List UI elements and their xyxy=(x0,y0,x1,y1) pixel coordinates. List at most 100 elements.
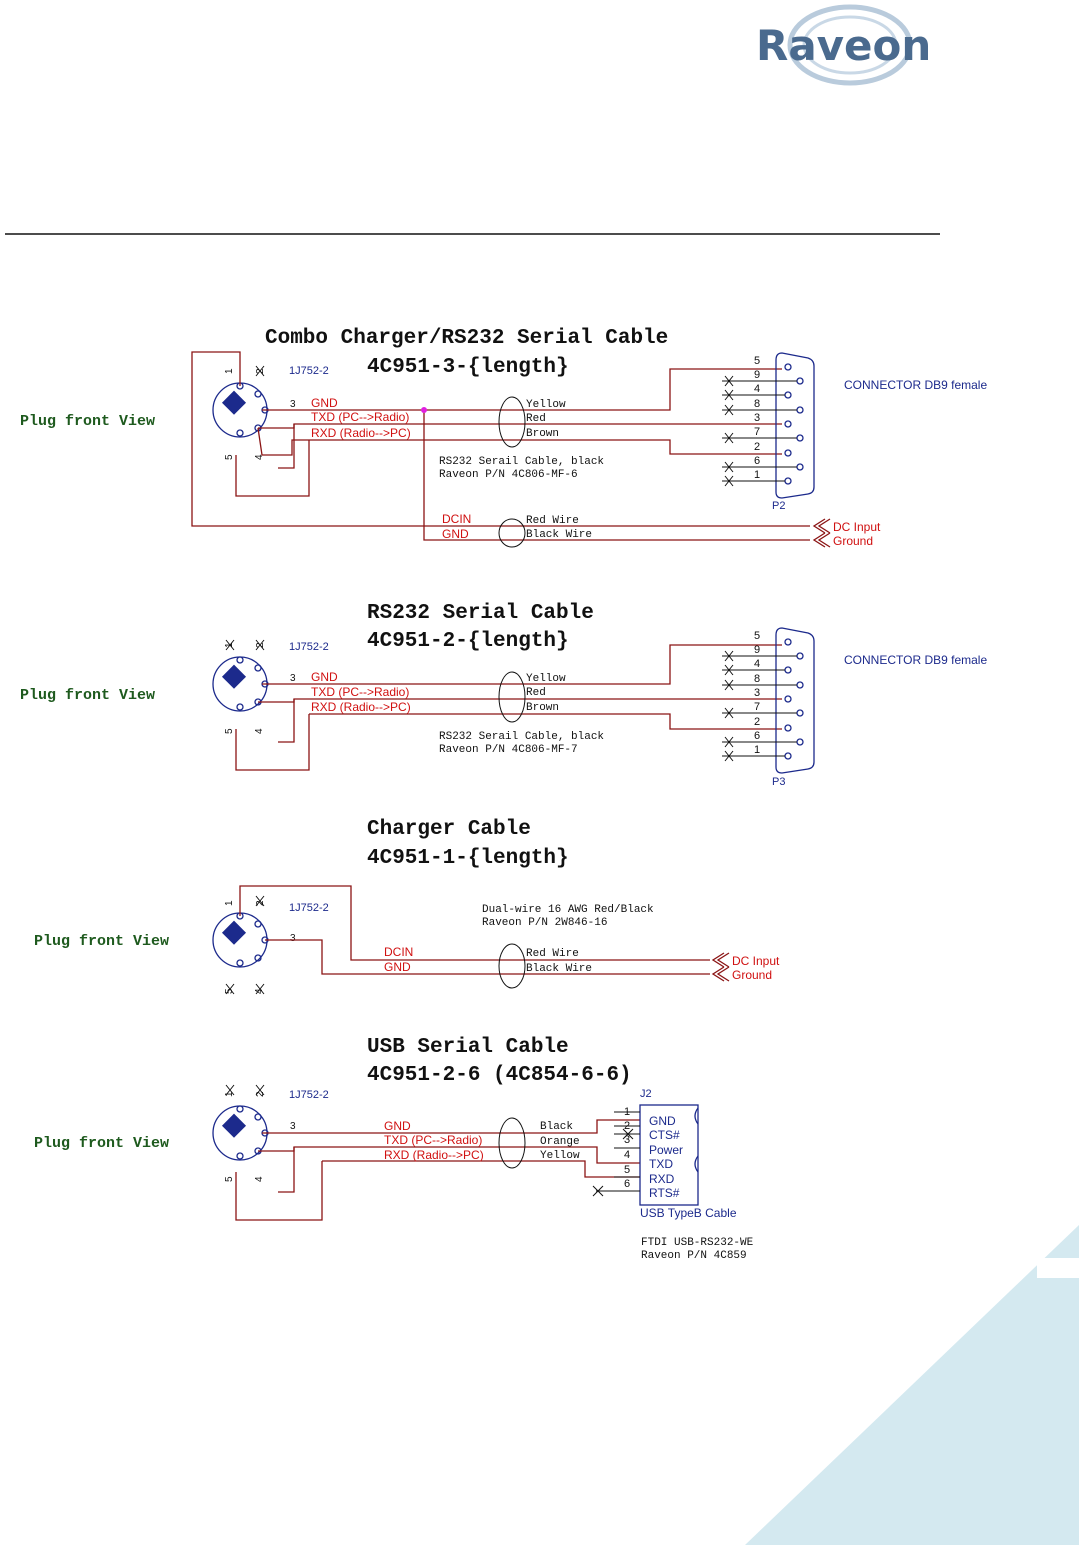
pin-label: 4 xyxy=(254,728,265,734)
section-part-number: 4C951-2-{length} xyxy=(367,630,569,653)
wire-color-label: Yellow xyxy=(526,399,566,411)
db9-pin-label: 9 xyxy=(754,369,760,381)
connector-ref: 1J752-2 xyxy=(289,902,329,914)
db9-pin-label: 8 xyxy=(754,398,760,410)
connector-ref-label: P3 xyxy=(772,776,785,788)
connector-ref: 1J752-2 xyxy=(289,641,329,653)
db9-pin-label: 2 xyxy=(754,716,760,728)
din-plug xyxy=(212,382,269,438)
usb-signal-label: RXD xyxy=(649,1172,675,1186)
power-output-label: Ground xyxy=(732,968,772,982)
db9-pin-label: 4 xyxy=(754,658,760,670)
pin-label: 3 xyxy=(290,933,296,944)
usb-pin-label: 2 xyxy=(624,1120,630,1132)
section-part-number: 4C951-3-{length} xyxy=(367,356,569,379)
db9-pin-label: 5 xyxy=(754,355,760,367)
section-part-number: 4C951-2-6 (4C854-6-6) xyxy=(367,1064,632,1087)
db9-pin-label: 3 xyxy=(754,412,760,424)
usb-pin-label: 1 xyxy=(624,1106,630,1118)
db9-pin-label: 5 xyxy=(754,630,760,642)
db9-pin-label: 7 xyxy=(754,426,760,438)
cable-note: RS232 Serail Cable, black xyxy=(439,731,604,743)
signal-label: TXD (PC-->Radio) xyxy=(311,685,409,699)
power-output-label: DC Input xyxy=(833,520,881,534)
db9-pin-label: 6 xyxy=(754,455,760,467)
logo-text: Raveon xyxy=(756,21,931,70)
connector-ref: 1J752-2 xyxy=(289,365,329,377)
power-wire-label: Red Wire xyxy=(526,515,579,527)
raveon-logo: Raveon xyxy=(756,4,931,86)
usb-signal-label: GND xyxy=(649,1114,676,1128)
usb-pin-label: 4 xyxy=(624,1149,630,1161)
power-wire-label: Red Wire xyxy=(526,948,579,960)
cable-note: Raveon P/N 4C859 xyxy=(641,1250,747,1262)
pin-label: 5 xyxy=(224,1176,235,1182)
power-signal-label: DCIN xyxy=(384,945,413,959)
power-output-label: Ground xyxy=(833,534,873,548)
power-wire-label: Black Wire xyxy=(526,529,592,541)
usb-signal-label: CTS# xyxy=(649,1128,680,1142)
plug-front-view-label: Plug front View xyxy=(34,1135,169,1152)
pin-label: 1 xyxy=(224,900,235,906)
pin-label: 5 xyxy=(224,728,235,734)
wire-color-label: Yellow xyxy=(526,673,566,685)
wire-color-label: Yellow xyxy=(540,1150,580,1162)
db9-connector xyxy=(722,627,815,774)
section-title: USB Serial Cable xyxy=(367,1036,569,1059)
db9-pin-label: 8 xyxy=(754,673,760,685)
corner-notch xyxy=(1037,1258,1079,1278)
wire-color-label: Red xyxy=(526,413,546,425)
wire-color-label: Orange xyxy=(540,1136,580,1148)
plug-front-view-label: Plug front View xyxy=(20,413,155,430)
db9-pin-label: 9 xyxy=(754,644,760,656)
section-usb-cable: USB Serial Cable 4C951-2-6 (4C854-6-6) P… xyxy=(34,1036,754,1262)
usb-pin-label: 6 xyxy=(624,1178,630,1190)
db9-pin-label: 4 xyxy=(754,383,760,395)
connector-label: CONNECTOR DB9 female xyxy=(844,653,987,667)
db9-pin-label: 7 xyxy=(754,701,760,713)
wire-color-label: Brown xyxy=(526,428,559,440)
wire-color-label: Red xyxy=(526,687,546,699)
power-signal-label: GND xyxy=(442,527,469,541)
db9-pin-label: 1 xyxy=(754,469,760,481)
db9-pin-label: 3 xyxy=(754,687,760,699)
pin-label: 4 xyxy=(254,454,265,460)
wire-color-label: Brown xyxy=(526,702,559,714)
signal-label: TXD (PC-->Radio) xyxy=(384,1133,482,1147)
pin-label: 2 xyxy=(255,1091,266,1097)
db9-pin-label: 2 xyxy=(754,441,760,453)
usb-signal-label: RTS# xyxy=(649,1186,680,1200)
db9-connector xyxy=(722,352,815,499)
pin-label: 4 xyxy=(254,1176,265,1182)
wire-color-label: Black xyxy=(540,1121,573,1133)
power-signal-label: GND xyxy=(384,960,411,974)
cable-note: FTDI USB-RS232-WE xyxy=(641,1237,754,1249)
cable-note: RS232 Serail Cable, black xyxy=(439,456,604,468)
section-combo-cable: Combo Charger/RS232 Serial Cable 4C951-3… xyxy=(20,327,987,548)
power-wire-label: Black Wire xyxy=(526,963,592,975)
pin-label: 5 xyxy=(224,454,235,460)
signal-label: TXD (PC-->Radio) xyxy=(311,410,409,424)
cable-note: Raveon P/N 2W846-16 xyxy=(482,917,607,929)
usb-signal-label: Power xyxy=(649,1143,683,1157)
plug-front-view-label: Plug front View xyxy=(34,933,169,950)
section-part-number: 4C951-1-{length} xyxy=(367,847,569,870)
section-title: Charger Cable xyxy=(367,818,531,841)
din-plug xyxy=(212,656,269,712)
connector-ref-label: P2 xyxy=(772,500,785,512)
cable-note: Dual-wire 16 AWG Red/Black xyxy=(482,904,654,916)
signal-label: GND xyxy=(384,1119,411,1133)
cable-note: Raveon P/N 4C806-MF-7 xyxy=(439,744,578,756)
section-title: RS232 Serial Cable xyxy=(367,602,594,625)
connector-label: USB TypeB Cable xyxy=(640,1206,737,1220)
pin-label: 3 xyxy=(290,399,296,410)
pin-label: 5 xyxy=(224,988,235,994)
section-title: Combo Charger/RS232 Serial Cable xyxy=(265,327,668,350)
pin-label: 2 xyxy=(255,900,266,906)
pin-label: 1 xyxy=(224,1091,235,1097)
usb-signal-label: TXD xyxy=(649,1157,673,1171)
power-output-label: DC Input xyxy=(732,954,780,968)
pin-label: 4 xyxy=(254,988,265,994)
usb-pin-label: 3 xyxy=(624,1134,630,1146)
